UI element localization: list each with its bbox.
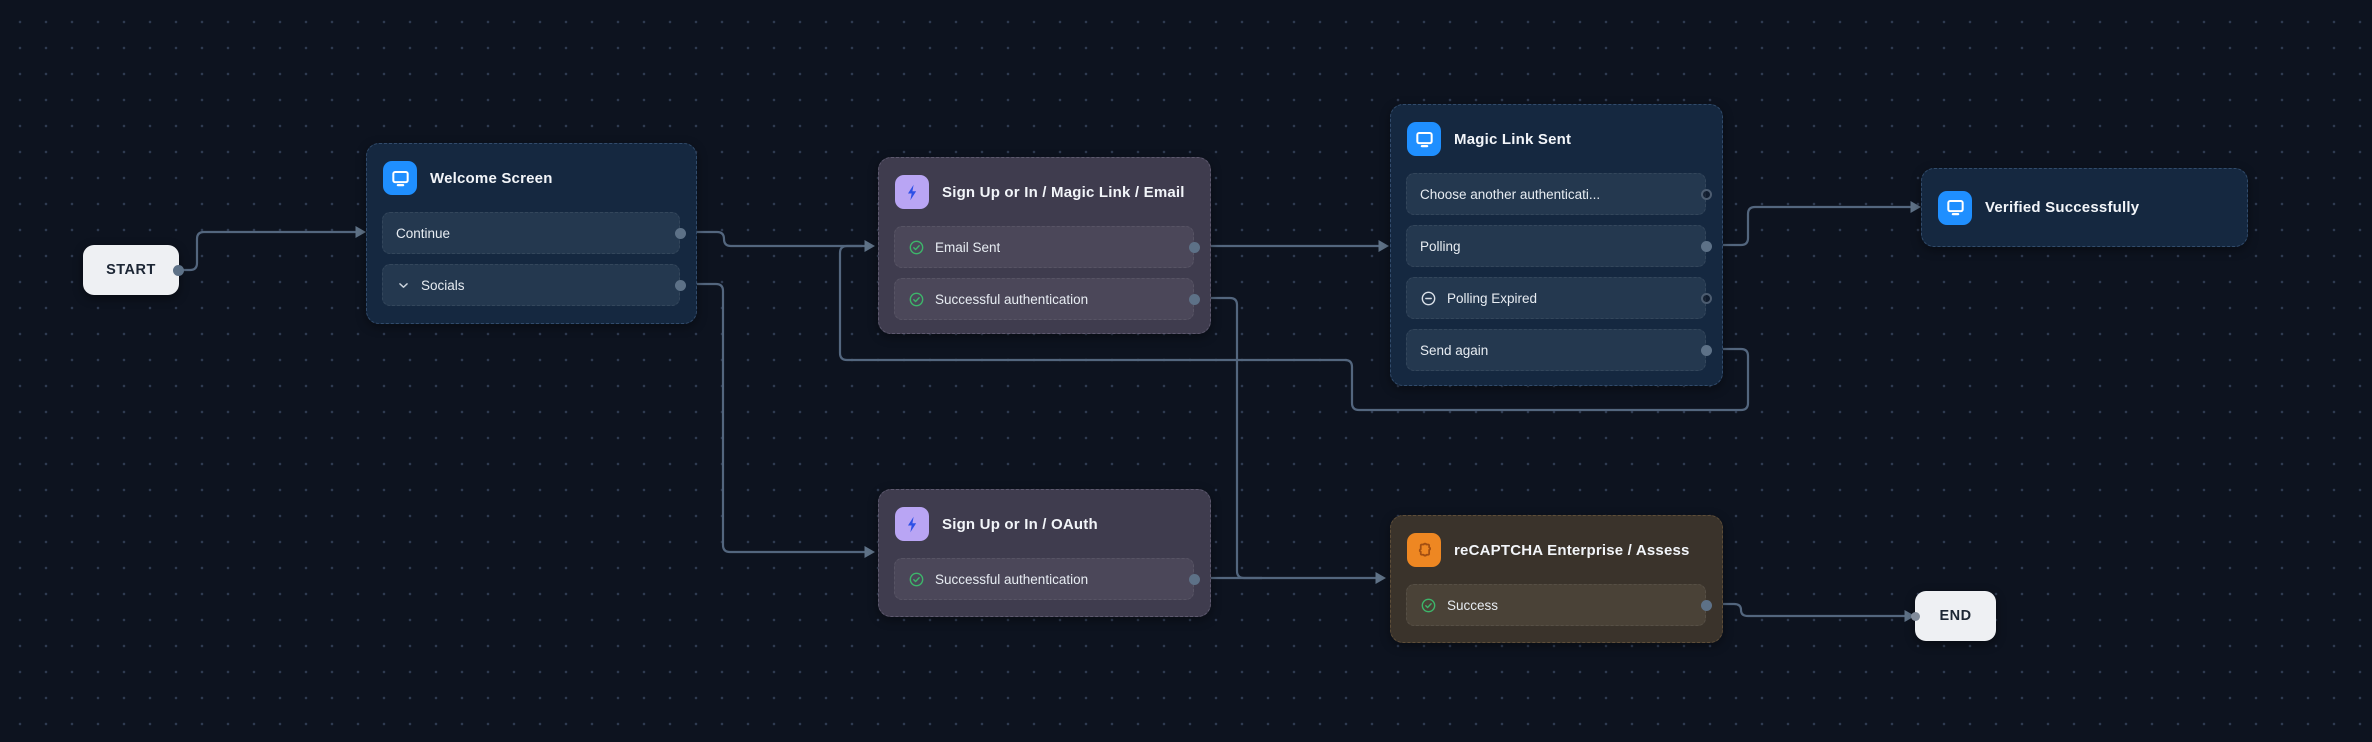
node-title: Sign Up or In / Magic Link / Email — [942, 183, 1185, 201]
row-send-again[interactable]: Send again — [1406, 329, 1712, 371]
node-header: reCAPTCHA Enterprise / Assess — [1391, 516, 1722, 584]
row-label: Successful authentication — [935, 571, 1089, 587]
node-title: Verified Successfully — [1985, 199, 2140, 216]
wire-welcome-screen/Continue-to-magic-link-email — [684, 230, 866, 248]
node-title: reCAPTCHA Enterprise / Assess — [1454, 541, 1690, 559]
connector-port[interactable] — [675, 279, 686, 291]
node-title: Welcome Screen — [430, 169, 553, 187]
row-polling[interactable]: Polling — [1406, 225, 1712, 267]
end-node[interactable]: END — [1911, 591, 1996, 641]
connector-port[interactable] — [1701, 292, 1712, 304]
check-circle-icon — [908, 571, 925, 588]
row-label: Success — [1447, 597, 1499, 613]
connector-port[interactable] — [1701, 240, 1712, 252]
check-circle-icon — [908, 291, 925, 308]
chevron-down-icon — [396, 278, 411, 293]
puzzle-icon — [1407, 533, 1441, 567]
connector-port[interactable] — [1189, 293, 1200, 305]
monitor-icon — [1938, 190, 1972, 225]
bolt-icon — [895, 175, 929, 209]
node-title: Magic Link Sent — [1454, 130, 1572, 148]
end-label: END — [1939, 608, 1972, 624]
arrowhead — [1910, 201, 1921, 213]
node-header: Sign Up or In / Magic Link / Email — [879, 158, 1210, 226]
connector-port[interactable] — [1189, 573, 1200, 585]
check-circle-icon — [1420, 597, 1437, 614]
connector-port[interactable] — [675, 227, 686, 239]
arrowhead — [1375, 572, 1386, 584]
wire-magic-link-sent/Polling-to-verified-successfully — [1711, 205, 1912, 247]
row-label: Choose another authenticati... — [1420, 186, 1601, 202]
arrowhead — [1904, 610, 1915, 622]
row-socials[interactable]: Socials — [382, 264, 686, 306]
wire-welcome-screen/Socials-to-oauth — [684, 282, 866, 554]
row-choose-another-authenticati[interactable]: Choose another authenticati... — [1406, 173, 1712, 215]
row-label: Successful authentication — [935, 291, 1089, 307]
row-label: Polling Expired — [1447, 290, 1538, 306]
node-title: Sign Up or In / OAuth — [942, 515, 1098, 533]
connector-port[interactable] — [1701, 344, 1712, 356]
arrowhead — [864, 546, 875, 558]
node-header: Sign Up or In / OAuth — [879, 490, 1210, 558]
start-label: START — [106, 262, 156, 278]
monitor-icon — [383, 161, 417, 195]
monitor-icon — [1407, 122, 1441, 156]
row-label: Socials — [421, 277, 465, 293]
row-email-sent[interactable]: Email Sent — [894, 226, 1200, 268]
row-polling-expired[interactable]: Polling Expired — [1406, 277, 1712, 319]
connector-port[interactable] — [1189, 241, 1200, 253]
connector-port[interactable] — [1701, 188, 1712, 200]
node-header: Welcome Screen — [367, 144, 696, 212]
node-verified-successfully[interactable]: Verified Successfully — [1921, 168, 2248, 247]
arrowhead — [355, 226, 366, 238]
entry-port[interactable] — [1911, 611, 1920, 621]
start-node[interactable]: START — [83, 245, 184, 295]
node-rows: Successful authentication — [879, 558, 1210, 610]
node-header: Magic Link Sent — [1391, 105, 1722, 173]
row-continue[interactable]: Continue — [382, 212, 686, 254]
node-rows: Success — [1391, 584, 1722, 636]
wire-magic-link-sent/Send again-to-magic-link-email — [838, 244, 1750, 412]
wire-start-to-welcome-screen — [181, 230, 357, 272]
exit-port[interactable] — [173, 264, 184, 276]
minus-circle-icon — [1420, 290, 1437, 307]
row-successful-authentication[interactable]: Successful authentication — [894, 558, 1200, 600]
check-circle-icon — [908, 239, 925, 256]
row-label: Send again — [1420, 342, 1489, 358]
connector-port[interactable] — [1701, 599, 1712, 611]
bolt-icon — [895, 507, 929, 541]
node-header: Verified Successfully — [1922, 169, 2247, 246]
row-label: Polling — [1420, 238, 1461, 254]
arrowhead — [1378, 240, 1389, 252]
row-successful-authentication[interactable]: Successful authentication — [894, 278, 1200, 320]
wire-recaptcha/Success-to-end — [1709, 602, 1906, 618]
row-label: Continue — [396, 225, 451, 241]
row-label: Email Sent — [935, 239, 1001, 255]
row-success[interactable]: Success — [1406, 584, 1712, 626]
arrowhead — [864, 240, 875, 252]
